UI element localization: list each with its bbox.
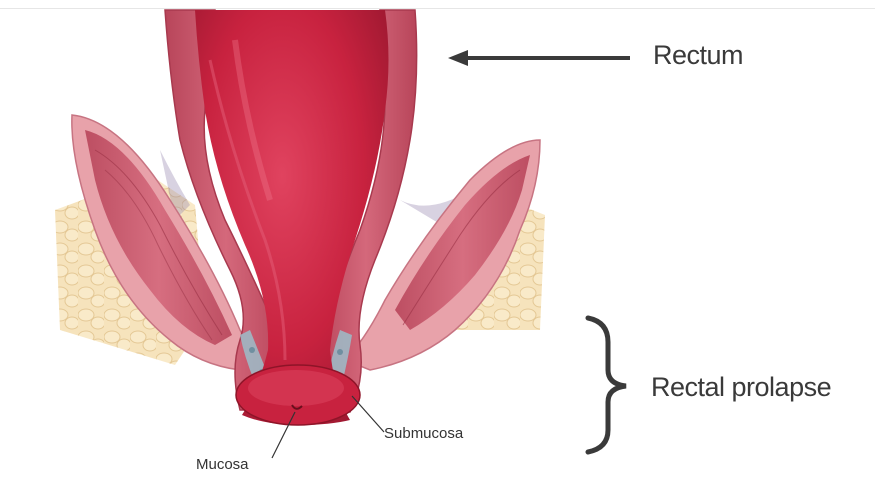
submucosa-leader-line [352,396,384,432]
arrow-left-icon [448,50,630,66]
rectum-label: Rectum [653,40,743,71]
prolapsed-tissue [236,365,360,425]
curly-brace-icon [588,318,626,452]
submucosa-label: Submucosa [384,425,463,442]
mucosa-label: Mucosa [196,456,249,473]
rectal-prolapse-label: Rectal prolapse [651,372,831,403]
